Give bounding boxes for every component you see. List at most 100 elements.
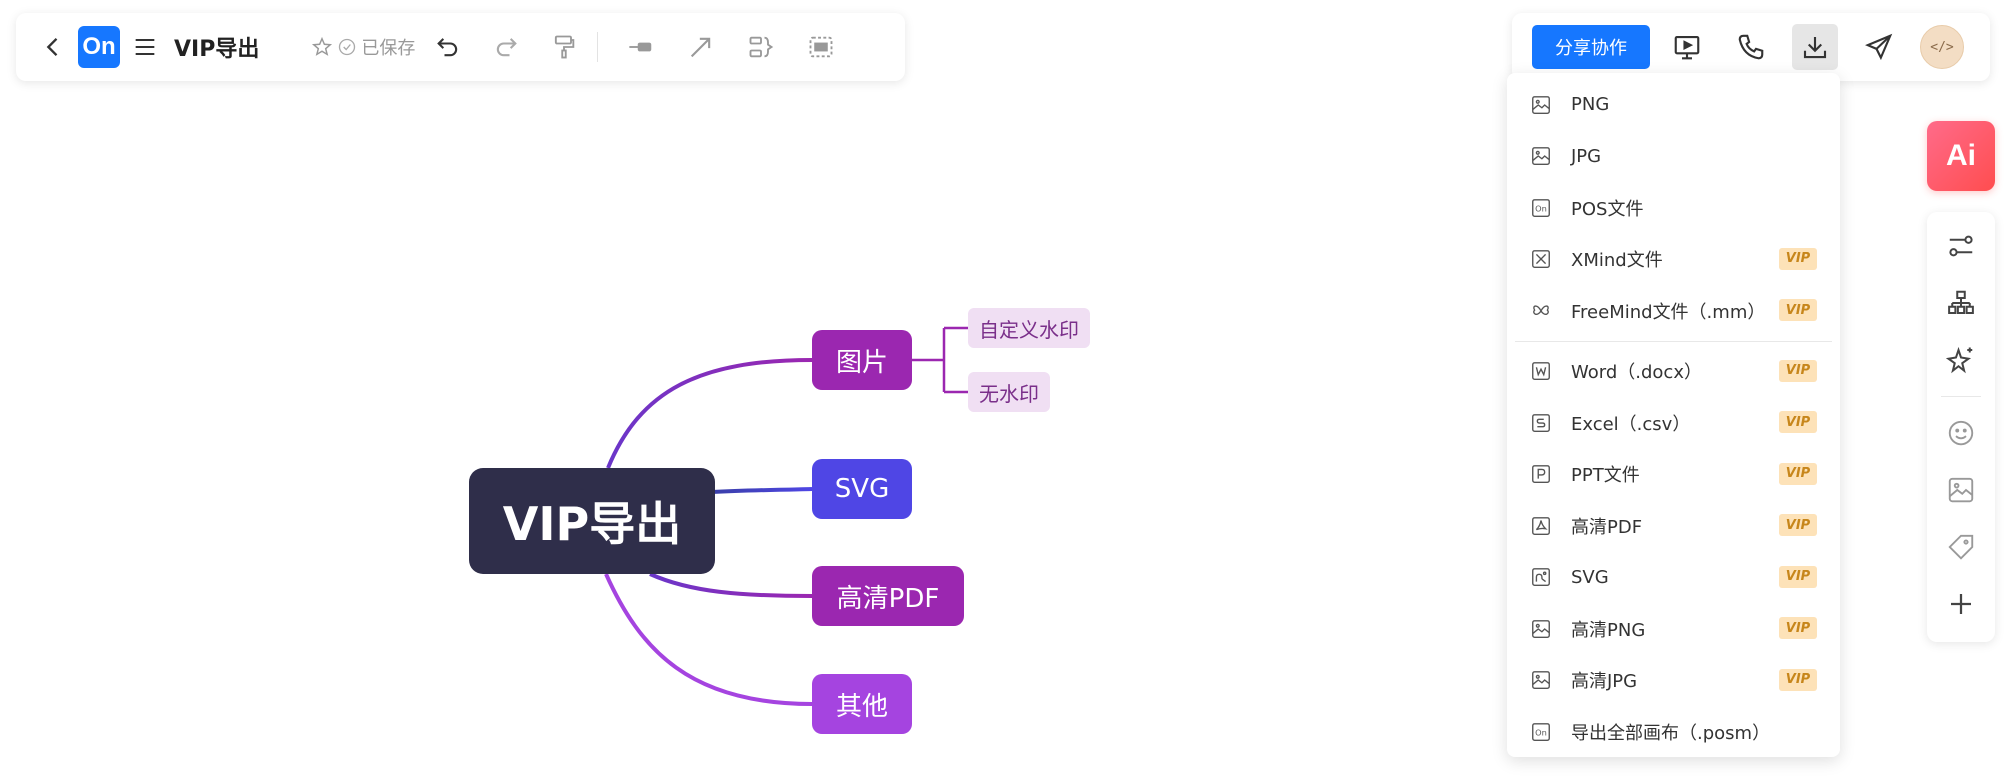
pdf-icon bbox=[1529, 514, 1553, 538]
vip-badge: VIP bbox=[1779, 617, 1817, 639]
export-item-label: PNG bbox=[1571, 94, 1610, 116]
mindmap-node-other[interactable]: 其他 bbox=[812, 674, 912, 734]
connector-branch-3 bbox=[649, 572, 813, 598]
export-item-png[interactable]: PNG bbox=[1507, 79, 1840, 131]
vip-badge: VIP bbox=[1779, 462, 1817, 485]
avatar[interactable]: </> bbox=[1920, 25, 1964, 69]
export-item-excel[interactable]: Excel（.csv） VIP bbox=[1507, 397, 1840, 449]
export-item-label: Word（.docx） bbox=[1571, 362, 1702, 384]
download-icon[interactable] bbox=[1792, 24, 1838, 70]
export-item-label: SVG bbox=[1571, 566, 1609, 588]
presentation-icon[interactable] bbox=[1664, 24, 1710, 70]
export-item-ppt[interactable]: PPT文件 VIP bbox=[1507, 449, 1840, 501]
export-item-label: 高清JPG bbox=[1571, 671, 1638, 693]
summary-icon[interactable] bbox=[742, 28, 780, 66]
connector-branch-1 bbox=[606, 358, 813, 469]
image-icon bbox=[1529, 93, 1553, 117]
export-item-label: 高清PDF bbox=[1571, 516, 1643, 538]
export-item-freemind[interactable]: FreeMind文件（.mm） VIP bbox=[1507, 285, 1840, 337]
export-item-label: 导出全部画布（.posm） bbox=[1571, 722, 1771, 744]
vip-badge: VIP bbox=[1779, 247, 1817, 270]
on-file-icon: On bbox=[1529, 720, 1553, 744]
freemind-icon bbox=[1529, 299, 1553, 323]
vip-badge: VIP bbox=[1779, 565, 1817, 588]
boundary-icon[interactable] bbox=[802, 28, 840, 66]
toolbar-divider bbox=[597, 32, 599, 62]
top-right-toolbar: 分享协作 </> bbox=[1512, 13, 1990, 81]
export-item-xmind[interactable]: XMind文件 VIP bbox=[1507, 234, 1840, 286]
app-logo[interactable]: On bbox=[78, 26, 120, 68]
export-item-label: 高清PNG bbox=[1571, 619, 1646, 641]
style-settings-icon[interactable] bbox=[1941, 228, 1981, 265]
mindmap-node-hd-pdf[interactable]: 高清PDF bbox=[812, 566, 964, 626]
export-item-label: POS文件 bbox=[1571, 198, 1644, 220]
export-item-svg[interactable]: SVG VIP bbox=[1507, 552, 1840, 604]
vip-badge: VIP bbox=[1779, 411, 1817, 433]
mindmap-node-no-watermark[interactable]: 无水印 bbox=[968, 372, 1050, 412]
share-collaborate-button[interactable]: 分享协作 bbox=[1532, 25, 1650, 69]
mindmap-node-images[interactable]: 图片 bbox=[812, 330, 912, 390]
redo-icon[interactable] bbox=[487, 28, 525, 66]
svg-text:On: On bbox=[1535, 203, 1547, 213]
image-icon bbox=[1529, 144, 1553, 168]
connector-branch-2 bbox=[711, 487, 813, 494]
connector-sub bbox=[912, 326, 968, 394]
check-circle-icon bbox=[339, 38, 356, 56]
send-icon[interactable] bbox=[1856, 24, 1902, 70]
vip-badge: VIP bbox=[1779, 359, 1817, 382]
document-title[interactable]: VIP导出 bbox=[174, 37, 260, 62]
export-item-hd-jpg[interactable]: 高清JPG VIP bbox=[1507, 655, 1840, 707]
connector-branch-4 bbox=[604, 573, 813, 706]
vip-badge: VIP bbox=[1779, 668, 1817, 691]
export-item-all-canvas[interactable]: On 导出全部画布（.posm） bbox=[1507, 706, 1840, 758]
export-item-label: PPT文件 bbox=[1571, 465, 1640, 487]
tag-icon[interactable] bbox=[1941, 529, 1981, 566]
word-icon bbox=[1529, 359, 1553, 383]
export-item-pos[interactable]: On POS文件 bbox=[1507, 182, 1840, 234]
sidebar-divider bbox=[1941, 396, 1981, 398]
export-item-hd-png[interactable]: 高清PNG VIP bbox=[1507, 603, 1840, 655]
export-item-word[interactable]: Word（.docx） VIP bbox=[1507, 346, 1840, 398]
relationship-arrow-icon[interactable] bbox=[682, 28, 720, 66]
export-item-label: Excel（.csv） bbox=[1571, 413, 1691, 435]
export-item-label: JPG bbox=[1571, 145, 1602, 167]
excel-icon bbox=[1529, 411, 1553, 435]
save-status-label: 已保存 bbox=[361, 38, 416, 59]
menu-divider bbox=[1515, 340, 1832, 342]
structure-icon[interactable] bbox=[1941, 285, 1981, 322]
save-status: 已保存 bbox=[337, 34, 415, 60]
magic-star-icon[interactable] bbox=[1941, 341, 1981, 378]
phone-icon[interactable] bbox=[1728, 24, 1774, 70]
back-icon[interactable] bbox=[34, 28, 72, 66]
svg-text:On: On bbox=[1535, 727, 1547, 737]
export-item-jpg[interactable]: JPG bbox=[1507, 131, 1840, 183]
export-dropdown: PNG JPG On POS文件 XMind文件 VIP FreeMind文件（… bbox=[1507, 73, 1840, 757]
undo-icon[interactable] bbox=[429, 28, 467, 66]
export-item-label: XMind文件 bbox=[1571, 250, 1663, 272]
on-file-icon: On bbox=[1529, 196, 1553, 220]
vip-badge: VIP bbox=[1779, 299, 1817, 321]
format-painter-icon[interactable] bbox=[545, 28, 583, 66]
mindmap-node-svg[interactable]: SVG bbox=[812, 459, 912, 519]
ppt-icon bbox=[1529, 462, 1553, 486]
emoji-icon[interactable] bbox=[1941, 415, 1981, 452]
vip-badge: VIP bbox=[1779, 514, 1817, 536]
ai-assistant-button[interactable]: Ai bbox=[1927, 121, 1995, 191]
top-left-toolbar: On VIP导出 已保存 bbox=[16, 13, 905, 81]
star-icon[interactable] bbox=[307, 28, 337, 66]
image-icon[interactable] bbox=[1941, 472, 1981, 509]
image-icon bbox=[1529, 617, 1553, 641]
image-icon bbox=[1529, 668, 1553, 692]
export-item-hd-pdf[interactable]: 高清PDF VIP bbox=[1507, 500, 1840, 552]
mindmap-root-node[interactable]: VIP导出 bbox=[469, 468, 715, 574]
mindmap-node-custom-watermark[interactable]: 自定义水印 bbox=[968, 308, 1090, 348]
svg-file-icon bbox=[1529, 565, 1553, 589]
xmind-icon bbox=[1529, 247, 1553, 271]
menu-icon[interactable] bbox=[126, 28, 164, 66]
insert-topic-icon[interactable] bbox=[622, 28, 660, 66]
right-sidebar bbox=[1927, 212, 1995, 642]
export-item-label: FreeMind文件（.mm） bbox=[1571, 301, 1766, 323]
plus-icon[interactable] bbox=[1941, 585, 1981, 622]
